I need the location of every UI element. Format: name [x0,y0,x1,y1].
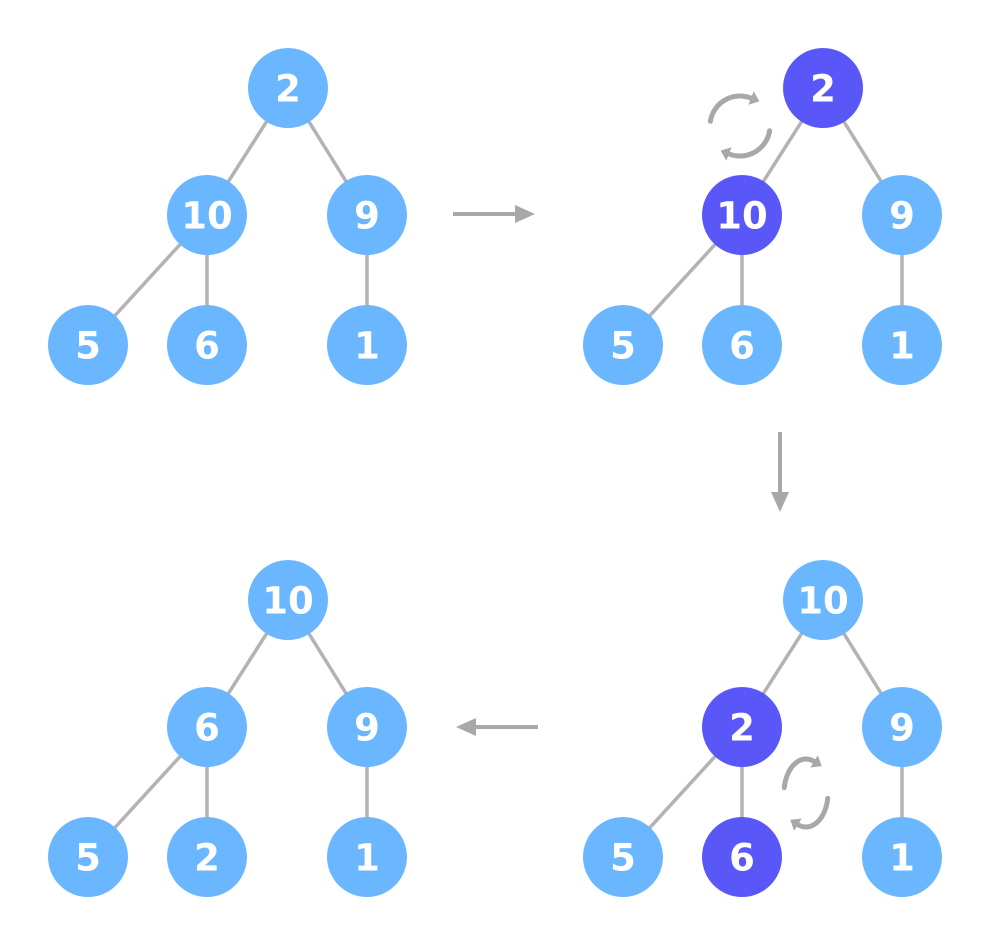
step-4-node-left_left-circle [48,817,128,897]
step-3-swap-arrowhead-0 [810,755,822,768]
step-3-node-right_left-circle [862,817,942,897]
step-4-node-right_left-label: 1 [354,837,380,880]
step-3-node-right_left: 1 [862,817,942,897]
step-4-node-left: 6 [167,687,247,767]
step-2-node-right-circle [862,175,942,255]
step-3-node-left_left-circle [583,817,663,897]
step-3-node-left_right-label: 6 [729,837,755,880]
step-4-node-left-label: 6 [194,707,220,750]
step-3-node-root: 10 [783,560,863,640]
step-3-node-left_left-label: 5 [610,837,636,880]
step-2-swap-icon [707,91,773,161]
flow-arrow-down [771,432,789,512]
step-1-node-left-circle [167,175,247,255]
step-3-node-left_left: 5 [583,817,663,897]
nodes-layer: 2 10 9 5 6 1 2 10 9 5 6 1 10 2 9 5 6 1 10 6 9 5 2 1 [48,48,942,897]
step-1-node-left_left-circle [48,305,128,385]
step-1-node-left-label: 10 [181,195,233,238]
swap-layer [707,91,831,831]
step-2-node-right_left-label: 1 [889,325,915,368]
step-2-node-left: 10 [702,175,782,255]
step-1-node-right-circle [327,175,407,255]
flow-arrow-left-head [456,718,476,736]
step-1-node-left: 10 [167,175,247,255]
step-3-node-left: 2 [702,687,782,767]
step-4-node-left_left-label: 5 [75,837,101,880]
step-1-node-right-label: 9 [354,195,380,238]
step-2-swap-arrowhead-0 [748,91,760,105]
step-2-node-left_left: 5 [583,305,663,385]
step-2-node-left_left-circle [583,305,663,385]
step-1-node-left_right-label: 6 [194,325,220,368]
step-1-node-right: 9 [327,175,407,255]
step-1-node-right_left: 1 [327,305,407,385]
step-3-swap-arc-1 [795,795,831,830]
step-1-node-left_right: 6 [167,305,247,385]
step-3-node-root-circle [783,560,863,640]
step-2-node-left_left-label: 5 [610,325,636,368]
step-2-node-left-label: 10 [716,195,768,238]
step-4-node-left_right: 2 [167,817,247,897]
step-4-node-left-circle [167,687,247,767]
step-1-node-right_left-circle [327,305,407,385]
step-2-node-right_left-circle [862,305,942,385]
step-4-node-right-circle [327,687,407,767]
step-2-node-right-label: 9 [889,195,915,238]
step-3-node-right-circle [862,687,942,767]
step-2-node-left_right: 6 [702,305,782,385]
step-3-node-left-circle [702,687,782,767]
step-1-node-root-circle [248,48,328,128]
step-4-node-right: 9 [327,687,407,767]
step-3-node-root-label: 10 [797,580,849,623]
step-2-node-root-circle [783,48,863,128]
step-4-node-left_left: 5 [48,817,128,897]
flow-arrow-down-head [771,492,789,512]
step-4-node-left_right-circle [167,817,247,897]
step-2-swap-arc-1 [726,128,773,159]
step-3-node-right-label: 9 [889,707,915,750]
step-3-node-right: 9 [862,687,942,767]
step-3-node-left_right: 6 [702,817,782,897]
step-4-node-root-label: 10 [262,580,314,623]
step-4-node-left_right-label: 2 [194,837,220,880]
step-4-node-right-label: 9 [354,707,380,750]
step-1-node-left_left-label: 5 [75,325,101,368]
step-1-node-right_left-label: 1 [354,325,380,368]
step-2-node-left_right-circle [702,305,782,385]
step-2-swap-arc-0 [707,93,754,124]
step-2-node-right: 9 [862,175,942,255]
step-3-node-left-label: 2 [729,707,755,750]
step-3-swap-arc-0 [781,756,817,791]
flow-arrow-right-head [515,205,535,223]
step-2-node-left_right-label: 6 [729,325,755,368]
step-2-node-right_left: 1 [862,305,942,385]
step-2-node-root-label: 2 [810,68,836,111]
step-2-swap-arrowhead-1 [720,147,732,161]
step-3-node-right_left-label: 1 [889,837,915,880]
step-1-node-root-label: 2 [275,68,301,111]
step-4-node-right_left: 1 [327,817,407,897]
flow-arrow-left [456,718,538,736]
arrows-layer [453,205,789,736]
flow-arrow-right [453,205,535,223]
step-1-node-left_right-circle [167,305,247,385]
step-1-node-root: 2 [248,48,328,128]
step-3-node-left_right-circle [702,817,782,897]
step-2-node-root: 2 [783,48,863,128]
step-3-swap-icon [781,755,831,831]
step-4-node-root: 10 [248,560,328,640]
step-1-node-left_left: 5 [48,305,128,385]
step-4-node-right_left-circle [327,817,407,897]
step-2-node-left-circle [702,175,782,255]
step-3-swap-arrowhead-1 [790,818,802,831]
step-4-node-root-circle [248,560,328,640]
